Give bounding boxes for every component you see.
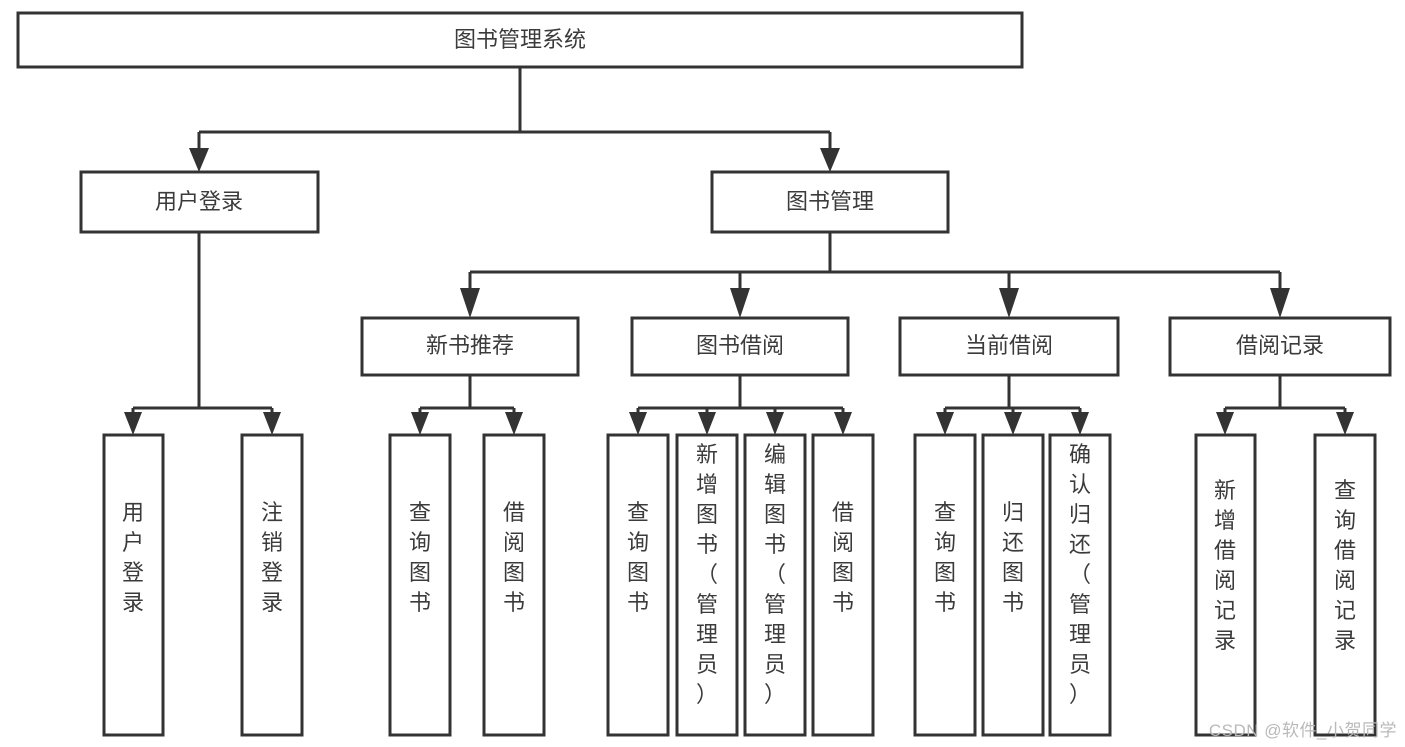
node-new-book-rec-box[interactable] bbox=[360, 316, 580, 377]
node-root[interactable]: 图书管理系统 bbox=[16, 11, 1024, 69]
node-leaf-13-label: 查询借阅记录 bbox=[1334, 478, 1356, 653]
watermark-label: CSDN @软件_小贺同学 bbox=[1208, 721, 1397, 740]
node-leaf-9[interactable]: 查询图书 bbox=[913, 433, 977, 737]
node-leaf-7-box[interactable] bbox=[743, 433, 807, 737]
node-leaf-10-box[interactable] bbox=[981, 433, 1045, 737]
arrow-head-leaf-8 bbox=[834, 412, 852, 435]
node-leaf-4-box[interactable] bbox=[482, 433, 546, 737]
node-leaf-7-label: 编辑图书（管理员） bbox=[764, 442, 786, 707]
node-leaf-5-box[interactable] bbox=[606, 433, 670, 737]
node-borrow-record[interactable]: 借阅记录 bbox=[1168, 316, 1392, 377]
arrow-head-leaf-3 bbox=[411, 412, 429, 435]
node-leaf-9-box[interactable] bbox=[913, 433, 977, 737]
arrow-head-leaf-2 bbox=[263, 412, 281, 435]
node-leaf-8-box[interactable] bbox=[811, 433, 875, 737]
node-leaf-3-label: 查询图书 bbox=[409, 500, 431, 615]
arrow-head-leaf-1 bbox=[124, 412, 142, 435]
node-leaf-7[interactable]: 编辑图书（管理员） bbox=[743, 433, 807, 737]
node-leaf-5[interactable]: 查询图书 bbox=[606, 433, 670, 737]
arrow-head-leaf-4 bbox=[505, 412, 523, 435]
arrow-head-leaf-7 bbox=[766, 412, 784, 435]
node-user-login-label: 用户登录 bbox=[155, 189, 243, 214]
node-current-borrow-box[interactable] bbox=[898, 316, 1120, 377]
node-current-borrow[interactable]: 当前借阅 bbox=[898, 316, 1120, 377]
node-leaf-13-box[interactable] bbox=[1313, 433, 1377, 737]
node-leaf-8[interactable]: 借阅图书 bbox=[811, 433, 875, 737]
arrow-head-leaf-6 bbox=[698, 412, 716, 435]
node-leaf-11-box[interactable] bbox=[1048, 433, 1112, 737]
node-leaf-1[interactable]: 用户登录 bbox=[102, 433, 165, 737]
node-leaf-8-label: 借阅图书 bbox=[832, 500, 854, 615]
node-leaf-2-label: 注销登录 bbox=[261, 500, 283, 615]
arrow-head-leaf-5 bbox=[629, 412, 647, 435]
arrow-head-user-login bbox=[189, 148, 209, 172]
node-current-borrow-label: 当前借阅 bbox=[965, 333, 1053, 358]
node-root-label: 图书管理系统 bbox=[454, 27, 586, 52]
node-leaf-11[interactable]: 确认归还（管理员） bbox=[1048, 433, 1112, 737]
arrow-head-leaf-12 bbox=[1216, 412, 1234, 435]
node-new-book-rec[interactable]: 新书推荐 bbox=[360, 316, 580, 377]
node-leaf-12[interactable]: 新增借阅记录 bbox=[1194, 433, 1257, 737]
node-new-book-rec-label: 新书推荐 bbox=[426, 333, 514, 358]
arrow-head-leaf-13 bbox=[1336, 412, 1354, 435]
node-book-borrow-label: 图书借阅 bbox=[696, 333, 784, 358]
node-leaf-13[interactable]: 查询借阅记录 bbox=[1313, 433, 1377, 737]
arrow-head-new-book-rec bbox=[460, 288, 480, 318]
arrow-head-book-manage bbox=[820, 148, 840, 172]
arrow-head-leaf-9 bbox=[936, 412, 954, 435]
node-leaf-3-box[interactable] bbox=[388, 433, 452, 737]
node-leaf-10-label: 归还图书 bbox=[1002, 500, 1024, 615]
node-borrow-record-box[interactable] bbox=[1168, 316, 1392, 377]
node-leaf-6-box[interactable] bbox=[675, 433, 739, 737]
node-book-manage[interactable]: 图书管理 bbox=[710, 170, 950, 234]
node-leaf-1-box[interactable] bbox=[102, 433, 165, 737]
node-leaf-6[interactable]: 新增图书（管理员） bbox=[675, 433, 739, 737]
node-leaf-6-label: 新增图书（管理员） bbox=[696, 442, 718, 707]
node-leaf-12-box[interactable] bbox=[1194, 433, 1257, 737]
node-book-manage-box[interactable] bbox=[710, 170, 950, 234]
connector-layer bbox=[124, 67, 1354, 435]
node-book-manage-label: 图书管理 bbox=[786, 189, 874, 214]
arrow-head-book-borrow bbox=[730, 288, 750, 318]
node-leaf-2[interactable]: 注销登录 bbox=[240, 433, 304, 737]
node-leaf-10[interactable]: 归还图书 bbox=[981, 433, 1045, 737]
node-leaf-3[interactable]: 查询图书 bbox=[388, 433, 452, 737]
node-leaf-4[interactable]: 借阅图书 bbox=[482, 433, 546, 737]
arrow-head-current-borrow bbox=[999, 288, 1019, 318]
arrow-head-borrow-record bbox=[1270, 288, 1290, 318]
node-user-login[interactable]: 用户登录 bbox=[79, 170, 320, 234]
arrow-head-leaf-11 bbox=[1071, 412, 1089, 435]
node-leaf-5-label: 查询图书 bbox=[627, 500, 649, 615]
node-user-login-box[interactable] bbox=[79, 170, 320, 234]
node-leaf-12-label: 新增借阅记录 bbox=[1214, 478, 1236, 653]
node-leaf-2-box[interactable] bbox=[240, 433, 304, 737]
node-book-borrow-box[interactable] bbox=[630, 316, 850, 377]
node-root-box[interactable] bbox=[16, 11, 1024, 69]
arrow-head-leaf-10 bbox=[1004, 412, 1022, 435]
node-leaf-9-label: 查询图书 bbox=[934, 500, 956, 615]
node-borrow-record-label: 借阅记录 bbox=[1236, 333, 1324, 358]
node-leaf-4-label: 借阅图书 bbox=[503, 500, 525, 615]
node-leaf-11-label: 确认归还（管理员） bbox=[1069, 442, 1091, 707]
node-book-borrow[interactable]: 图书借阅 bbox=[630, 316, 850, 377]
node-leaf-1-label: 用户登录 bbox=[122, 500, 144, 615]
